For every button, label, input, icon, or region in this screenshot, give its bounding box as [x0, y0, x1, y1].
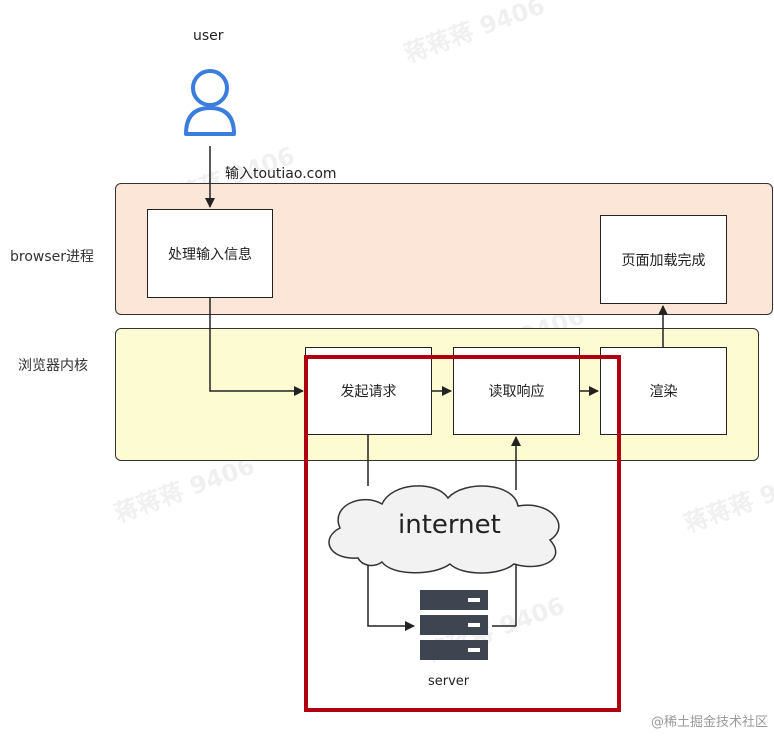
page-loaded-box: 页面加载完成 [600, 215, 727, 304]
input-url-label: 输入toutiao.com [225, 166, 337, 182]
cloud-icon [328, 485, 560, 574]
arrow-input-to-request [209, 298, 304, 396]
server-label: server [428, 674, 470, 689]
server-icon [420, 590, 488, 660]
read-response-box: 读取响应 [453, 347, 580, 435]
send-request-text: 发起请求 [340, 384, 397, 400]
page-loaded-text: 页面加载完成 [621, 252, 706, 269]
internet-label: internet [398, 510, 501, 540]
user-icon [184, 69, 236, 136]
network-highlight-frame [304, 355, 621, 712]
arrow-internet-to-server [367, 562, 415, 631]
send-request-box: 发起请求 [305, 347, 432, 435]
browser-process-label: browser进程 [10, 249, 95, 265]
process-input-box: 处理输入信息 [147, 209, 273, 298]
user-label: user [193, 28, 224, 44]
render-box: 渲染 [600, 347, 727, 435]
read-response-text: 读取响应 [488, 384, 545, 400]
process-input-text: 处理输入信息 [168, 246, 252, 263]
credit-text: @稀土掘金技术社区 [650, 715, 768, 730]
browser-kernel-label: 浏览器内核 [18, 358, 88, 374]
render-text: 渲染 [649, 384, 678, 400]
